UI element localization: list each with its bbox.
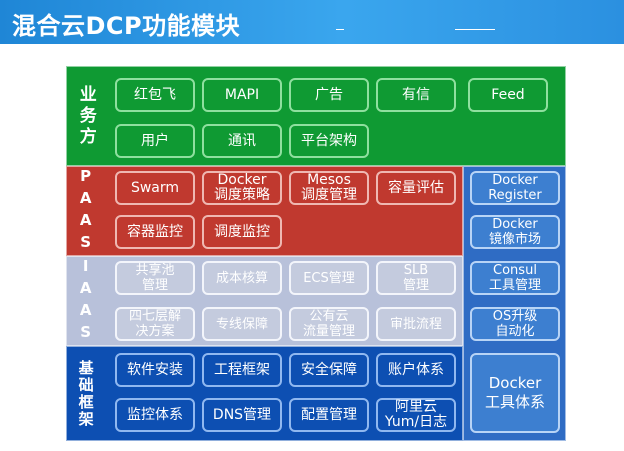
side-tool-box: Docker Register (470, 171, 560, 205)
paas-label-text: PAAS (76, 167, 95, 255)
module-box: Swarm (115, 171, 195, 205)
banner-divider-left (336, 29, 344, 30)
module-box: 平台架构 (289, 124, 369, 158)
module-box: Docker 调度策略 (202, 171, 282, 205)
module-box: 广告 (289, 78, 369, 112)
module-box: 共享池 管理 (115, 261, 195, 295)
module-box: 安全保障 (289, 353, 369, 387)
module-box: 配置管理 (289, 398, 369, 432)
module-box: 工程框架 (202, 353, 282, 387)
paas-label: PAAS (66, 166, 104, 256)
module-box: ECS管理 (289, 261, 369, 295)
module-box: 四七层解 决方案 (115, 307, 195, 341)
module-box: 软件安装 (115, 353, 195, 387)
module-box: 公有云 流量管理 (289, 307, 369, 341)
module-box: 审批流程 (376, 307, 456, 341)
side-tool-box: Consul 工具管理 (470, 261, 560, 295)
module-box: Mesos 调度管理 (289, 171, 369, 205)
module-box: 成本核算 (202, 261, 282, 295)
module-box: 监控体系 (115, 398, 195, 432)
module-box: 有信 (376, 78, 456, 112)
side-tool-box: OS升级 自动化 (470, 307, 560, 341)
business-label-text: 业务方 (75, 84, 96, 148)
module-box: 红包飞 (115, 78, 195, 112)
side-tool-box: Docker 镜像市场 (470, 215, 560, 249)
business-label: 业务方 (66, 66, 104, 166)
infra-label-text: 基础框架 (76, 359, 95, 428)
module-box: 调度监控 (202, 215, 282, 249)
module-box: 通讯 (202, 124, 282, 158)
module-box: MAPI (202, 78, 282, 112)
title-banner: 混合云DCP功能模块 (0, 0, 624, 44)
module-box: 专线保障 (202, 307, 282, 341)
module-box: Feed (468, 78, 548, 112)
banner-divider-right (455, 29, 495, 30)
iaas-label: IAAS (66, 256, 104, 346)
side-tool-box: Docker 工具体系 (470, 353, 560, 433)
module-box: 账户体系 (376, 353, 456, 387)
module-box: 容器监控 (115, 215, 195, 249)
infra-label: 基础框架 (66, 346, 104, 441)
module-box: 用户 (115, 124, 195, 158)
iaas-label-text: IAAS (76, 257, 95, 345)
module-box: SLB 管理 (376, 261, 456, 295)
module-box: 容量评估 (376, 171, 456, 205)
module-box: 阿里云 Yum/日志 (376, 398, 456, 432)
module-box: DNS管理 (202, 398, 282, 432)
page-title: 混合云DCP功能模块 (12, 12, 241, 40)
